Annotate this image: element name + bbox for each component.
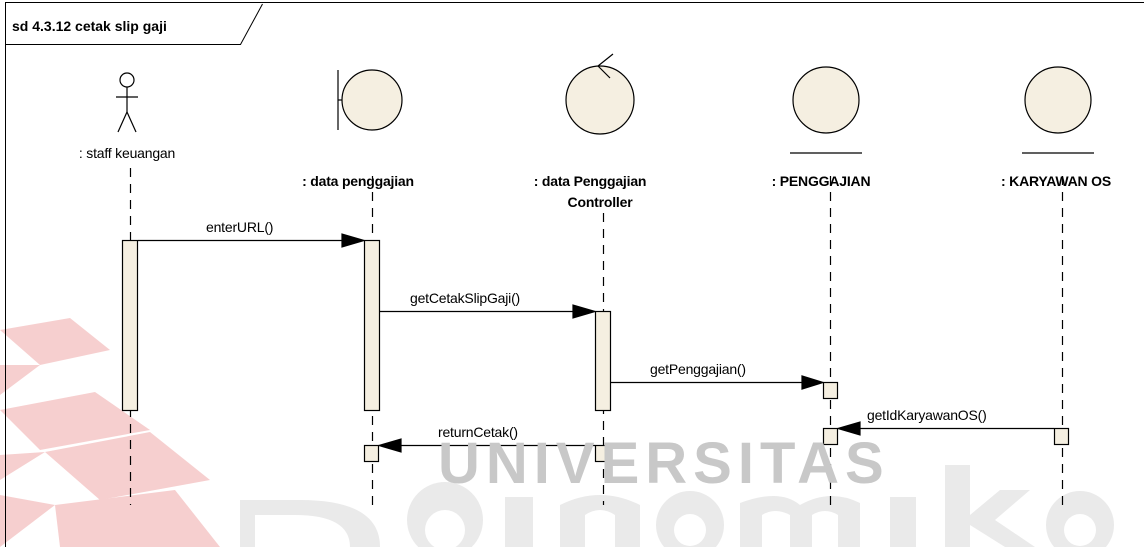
lifeline-label-controller-line2: Controller [568, 194, 633, 210]
message-label-returncetak: returnCetak() [438, 424, 518, 440]
lifeline-label-karyawan: : KARYAWAN OS [1001, 173, 1111, 189]
message-label-enterurl: enterURL() [206, 219, 273, 235]
lifeline-label-boundary: : data penggajian [302, 173, 414, 189]
message-label-getpenggajian: getPenggajian() [650, 361, 746, 377]
lifeline-label-penggajian: : PENGGAJIAN [772, 173, 871, 189]
watermark-text: UNIVERSITAS [438, 430, 890, 497]
message-label-getcetakslipgaji: getCetakSlipGaji() [410, 290, 520, 306]
lifeline-label-controller-line1: : data Penggajian [534, 173, 647, 189]
message-label-getidkaryawanos: getIdKaryawanOS() [867, 407, 987, 423]
lifeline-label-staff: : staff keuangan [79, 145, 175, 161]
frame-title: sd 4.3.12 cetak slip gaji [12, 18, 167, 34]
